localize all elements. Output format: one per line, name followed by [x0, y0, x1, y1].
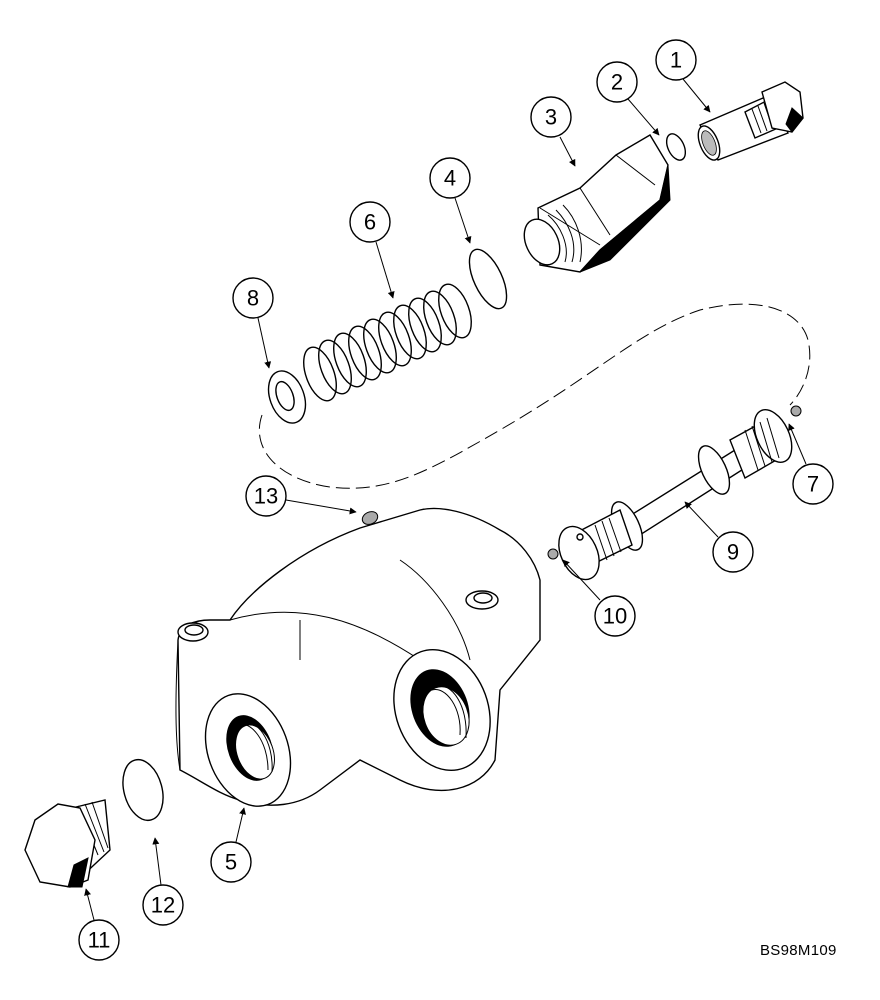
- svg-text:11: 11: [88, 928, 111, 953]
- callout-9[interactable]: 9: [712, 531, 754, 573]
- part-13-plug: [361, 511, 379, 525]
- callout-1[interactable]: 1: [655, 39, 697, 81]
- callout-leaders: [84, 78, 807, 921]
- svg-text:4: 4: [444, 166, 456, 191]
- svg-text:2: 2: [611, 70, 623, 95]
- svg-text:1: 1: [670, 48, 682, 73]
- part-5-housing: [175, 507, 541, 807]
- part-7-plug: [790, 405, 802, 417]
- part-4-oring: [468, 248, 508, 310]
- svg-text:8: 8: [247, 286, 259, 311]
- part-6-spring: [303, 283, 472, 402]
- callout-12[interactable]: 12: [142, 884, 184, 926]
- svg-text:10: 10: [603, 604, 627, 629]
- part-3-adapter: [523, 134, 671, 273]
- svg-text:6: 6: [364, 210, 376, 235]
- svg-text:9: 9: [727, 540, 739, 565]
- assembly-path-dashed: [258, 303, 811, 489]
- svg-text:5: 5: [225, 850, 237, 875]
- callout-6[interactable]: 6: [349, 201, 391, 243]
- callout-7[interactable]: 7: [792, 463, 834, 505]
- part-12-oring: [122, 758, 164, 822]
- svg-text:3: 3: [545, 105, 557, 130]
- part-1-cartridge: [697, 81, 804, 161]
- callout-8[interactable]: 8: [232, 277, 274, 319]
- callout-5[interactable]: 5: [210, 841, 252, 883]
- svg-text:7: 7: [807, 472, 819, 497]
- figure-id-label: BS98M109: [760, 942, 837, 959]
- callout-11[interactable]: 11: [78, 919, 120, 961]
- part-9-spool: [558, 409, 793, 581]
- callout-2[interactable]: 2: [596, 61, 638, 103]
- part-8-washer: [267, 370, 307, 424]
- svg-text:13: 13: [254, 484, 278, 509]
- callout-4[interactable]: 4: [429, 157, 471, 199]
- svg-text:12: 12: [151, 893, 175, 918]
- callout-3[interactable]: 3: [530, 96, 572, 138]
- part-2-oring: [665, 133, 687, 161]
- part-11-hex-plug: [24, 799, 111, 888]
- part-10-plug: [547, 548, 559, 560]
- callout-10[interactable]: 10: [594, 595, 636, 637]
- callout-13[interactable]: 13: [245, 475, 287, 517]
